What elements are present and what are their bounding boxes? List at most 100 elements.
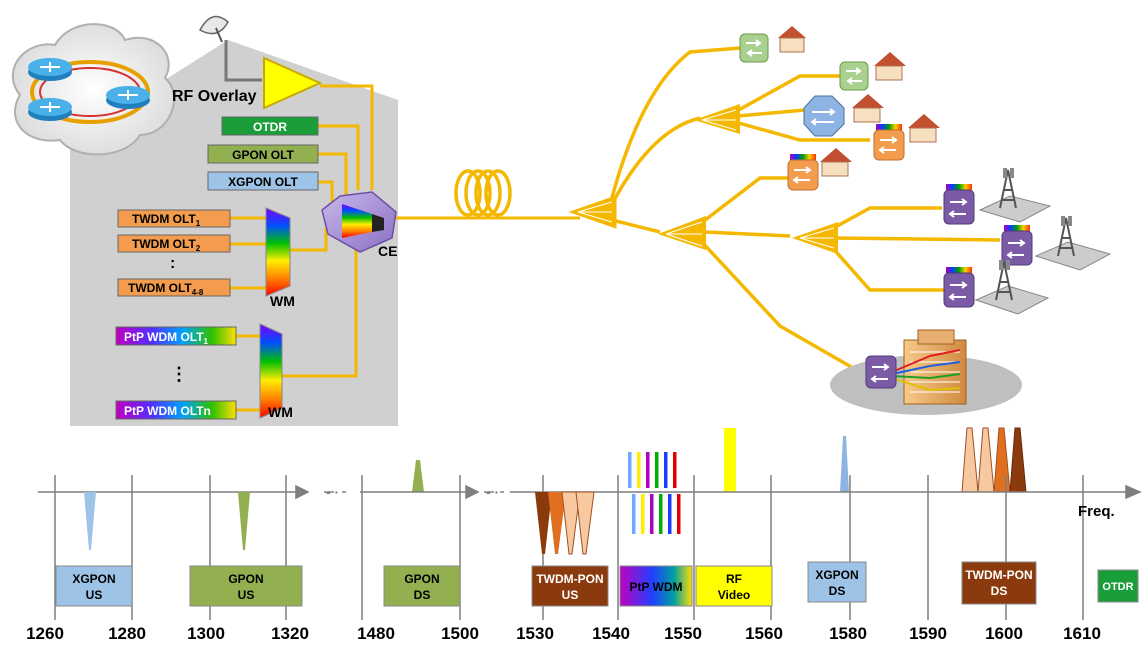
fiber-spool-icon [454, 169, 512, 217]
band-gpon-ds [383, 565, 461, 607]
core-network-cloud [11, 23, 176, 156]
rf-overlay-label: RF Overlay [172, 88, 257, 105]
splitter-icon [694, 104, 740, 134]
ptp-wdm-olt-n-box [115, 400, 237, 420]
band-rf-video [695, 565, 773, 607]
onu-blue-icon [803, 95, 845, 137]
band-gpon-ds-line2: DS [414, 588, 431, 602]
twdm-us-peaks [535, 491, 595, 555]
splitter-icon [792, 222, 838, 254]
tick-label: 1530 [516, 624, 554, 643]
band-twdm-pon-ds-line1: TWDM-PON [965, 568, 1032, 582]
tick-label: 1540 [592, 624, 630, 643]
gpon-us-peak [238, 492, 250, 550]
onu-purple-icon [865, 355, 897, 389]
band-twdm-pon-us-line1: TWDM-PON [536, 572, 603, 586]
onu-purple-icon [943, 184, 975, 225]
ce-label: CE [378, 243, 397, 259]
tick-label: 1580 [829, 624, 867, 643]
band-xgpon-us-line1: XGPON [72, 572, 115, 586]
tick-label: 1300 [187, 624, 225, 643]
rf-overlay-amplifier [263, 56, 323, 110]
ptp-wdm-olt-1-label: PtP WDM OLT1 [124, 330, 209, 346]
optical-distribution-network [454, 26, 1112, 415]
band-xgpon-ds-line2: DS [829, 584, 846, 598]
splitter-icon [658, 216, 706, 250]
xgpon-olt-box [207, 171, 319, 191]
axis-break-marker: - · [486, 484, 499, 500]
gpon-ds-peak [412, 460, 424, 492]
onu-green-icon [739, 33, 769, 63]
cell-tower-icon [974, 260, 1050, 315]
twdm-olt-2-label: TWDM OLT2 [132, 237, 201, 253]
axis-break-marker: - · [326, 484, 339, 500]
onu-purple-icon [943, 267, 975, 308]
house-icon [778, 26, 806, 53]
onu-green-icon [839, 61, 869, 91]
ptp-wdm-olt-1-box [115, 326, 237, 346]
tick-label: 1320 [271, 624, 309, 643]
xgpon-ds-peak [840, 436, 849, 492]
router-icon [28, 58, 72, 81]
twdm-olt-4-8-label: TWDM OLT4-8 [128, 281, 204, 297]
twdm-olt-4-8-box [117, 278, 231, 297]
tick-label: 1610 [1063, 624, 1101, 643]
band-twdm-pon-ds [961, 561, 1037, 605]
wavelength-mux-twdm [265, 207, 291, 297]
otdr-box [221, 116, 319, 136]
otdr-label: OTDR [253, 120, 287, 134]
tick-label: 1590 [909, 624, 947, 643]
tick-label: 1500 [441, 624, 479, 643]
tick-label: 1480 [357, 624, 395, 643]
band-ptp-wdm [619, 565, 693, 607]
tick-label: 1280 [108, 624, 146, 643]
twdm-olt-1-box [117, 209, 231, 228]
band-xgpon-ds-line1: XGPON [815, 568, 858, 582]
spectrum-axis [38, 484, 1142, 500]
ptp-wdm-lines-lower [632, 494, 681, 534]
odn-fiber-lines [608, 46, 1001, 374]
onu-orange-icon [873, 124, 905, 161]
house-icon [874, 52, 906, 81]
tick-labels: 1260 1280 1300 1320 1480 1500 1530 1540 … [26, 624, 1101, 643]
rf-video-peak [724, 428, 736, 492]
band-otdr-label: OTDR [1102, 581, 1133, 593]
band-ptp-wdm-label: PtP WDM [629, 580, 682, 594]
house-icon [820, 148, 852, 177]
tick-label: 1260 [26, 624, 64, 643]
band-gpon-us-line2: US [238, 588, 255, 602]
co-fiber-lines [230, 84, 580, 412]
band-rf-video-line2: Video [718, 588, 750, 602]
band-twdm-pon-ds-line2: DS [991, 584, 1008, 598]
router-icon [28, 98, 72, 121]
ptp-vertical-dots: ⋮ [170, 364, 188, 384]
twdm-ds-peaks [961, 427, 1027, 493]
tick-label: 1550 [664, 624, 702, 643]
central-office: RF Overlay OTDR GPON OLT XGPON OLT TWDM … [11, 15, 580, 426]
xgpon-us-peak [84, 492, 96, 550]
band-xgpon-ds [807, 561, 867, 603]
band-gpon-us-line1: GPON [228, 572, 263, 586]
ptp-wdm-lines-upper [628, 452, 677, 488]
twdm-vertical-dots: : [170, 255, 175, 272]
twdm-olt-2-box [117, 234, 231, 253]
wavelength-mux-ptp [259, 323, 283, 419]
building-icon [891, 329, 967, 405]
band-twdm-pon-us-line2: US [562, 588, 579, 602]
tick-label: 1600 [985, 624, 1023, 643]
freq-axis-label: Freq. [1078, 503, 1115, 520]
gpon-olt-box [207, 144, 319, 164]
band-twdm-pon-us [531, 565, 609, 607]
wm-label-twdm: WM [270, 293, 295, 309]
cell-tower-icon [1034, 216, 1112, 271]
band-otdr [1097, 569, 1139, 603]
wm-label-ptp: WM [268, 404, 293, 420]
coexistence-element [321, 191, 397, 253]
house-icon [908, 114, 940, 143]
twdm-olt-1-label: TWDM OLT1 [132, 212, 201, 228]
ptp-wdm-olt-n-label: PtP WDM OLTn [124, 404, 211, 418]
wavelength-spectrum: Freq. XGPON US GPON US GPON DS TWDM-PON … [26, 427, 1142, 643]
band-gpon-ds-line1: GPON [404, 572, 439, 586]
splitter-icon [568, 195, 617, 229]
